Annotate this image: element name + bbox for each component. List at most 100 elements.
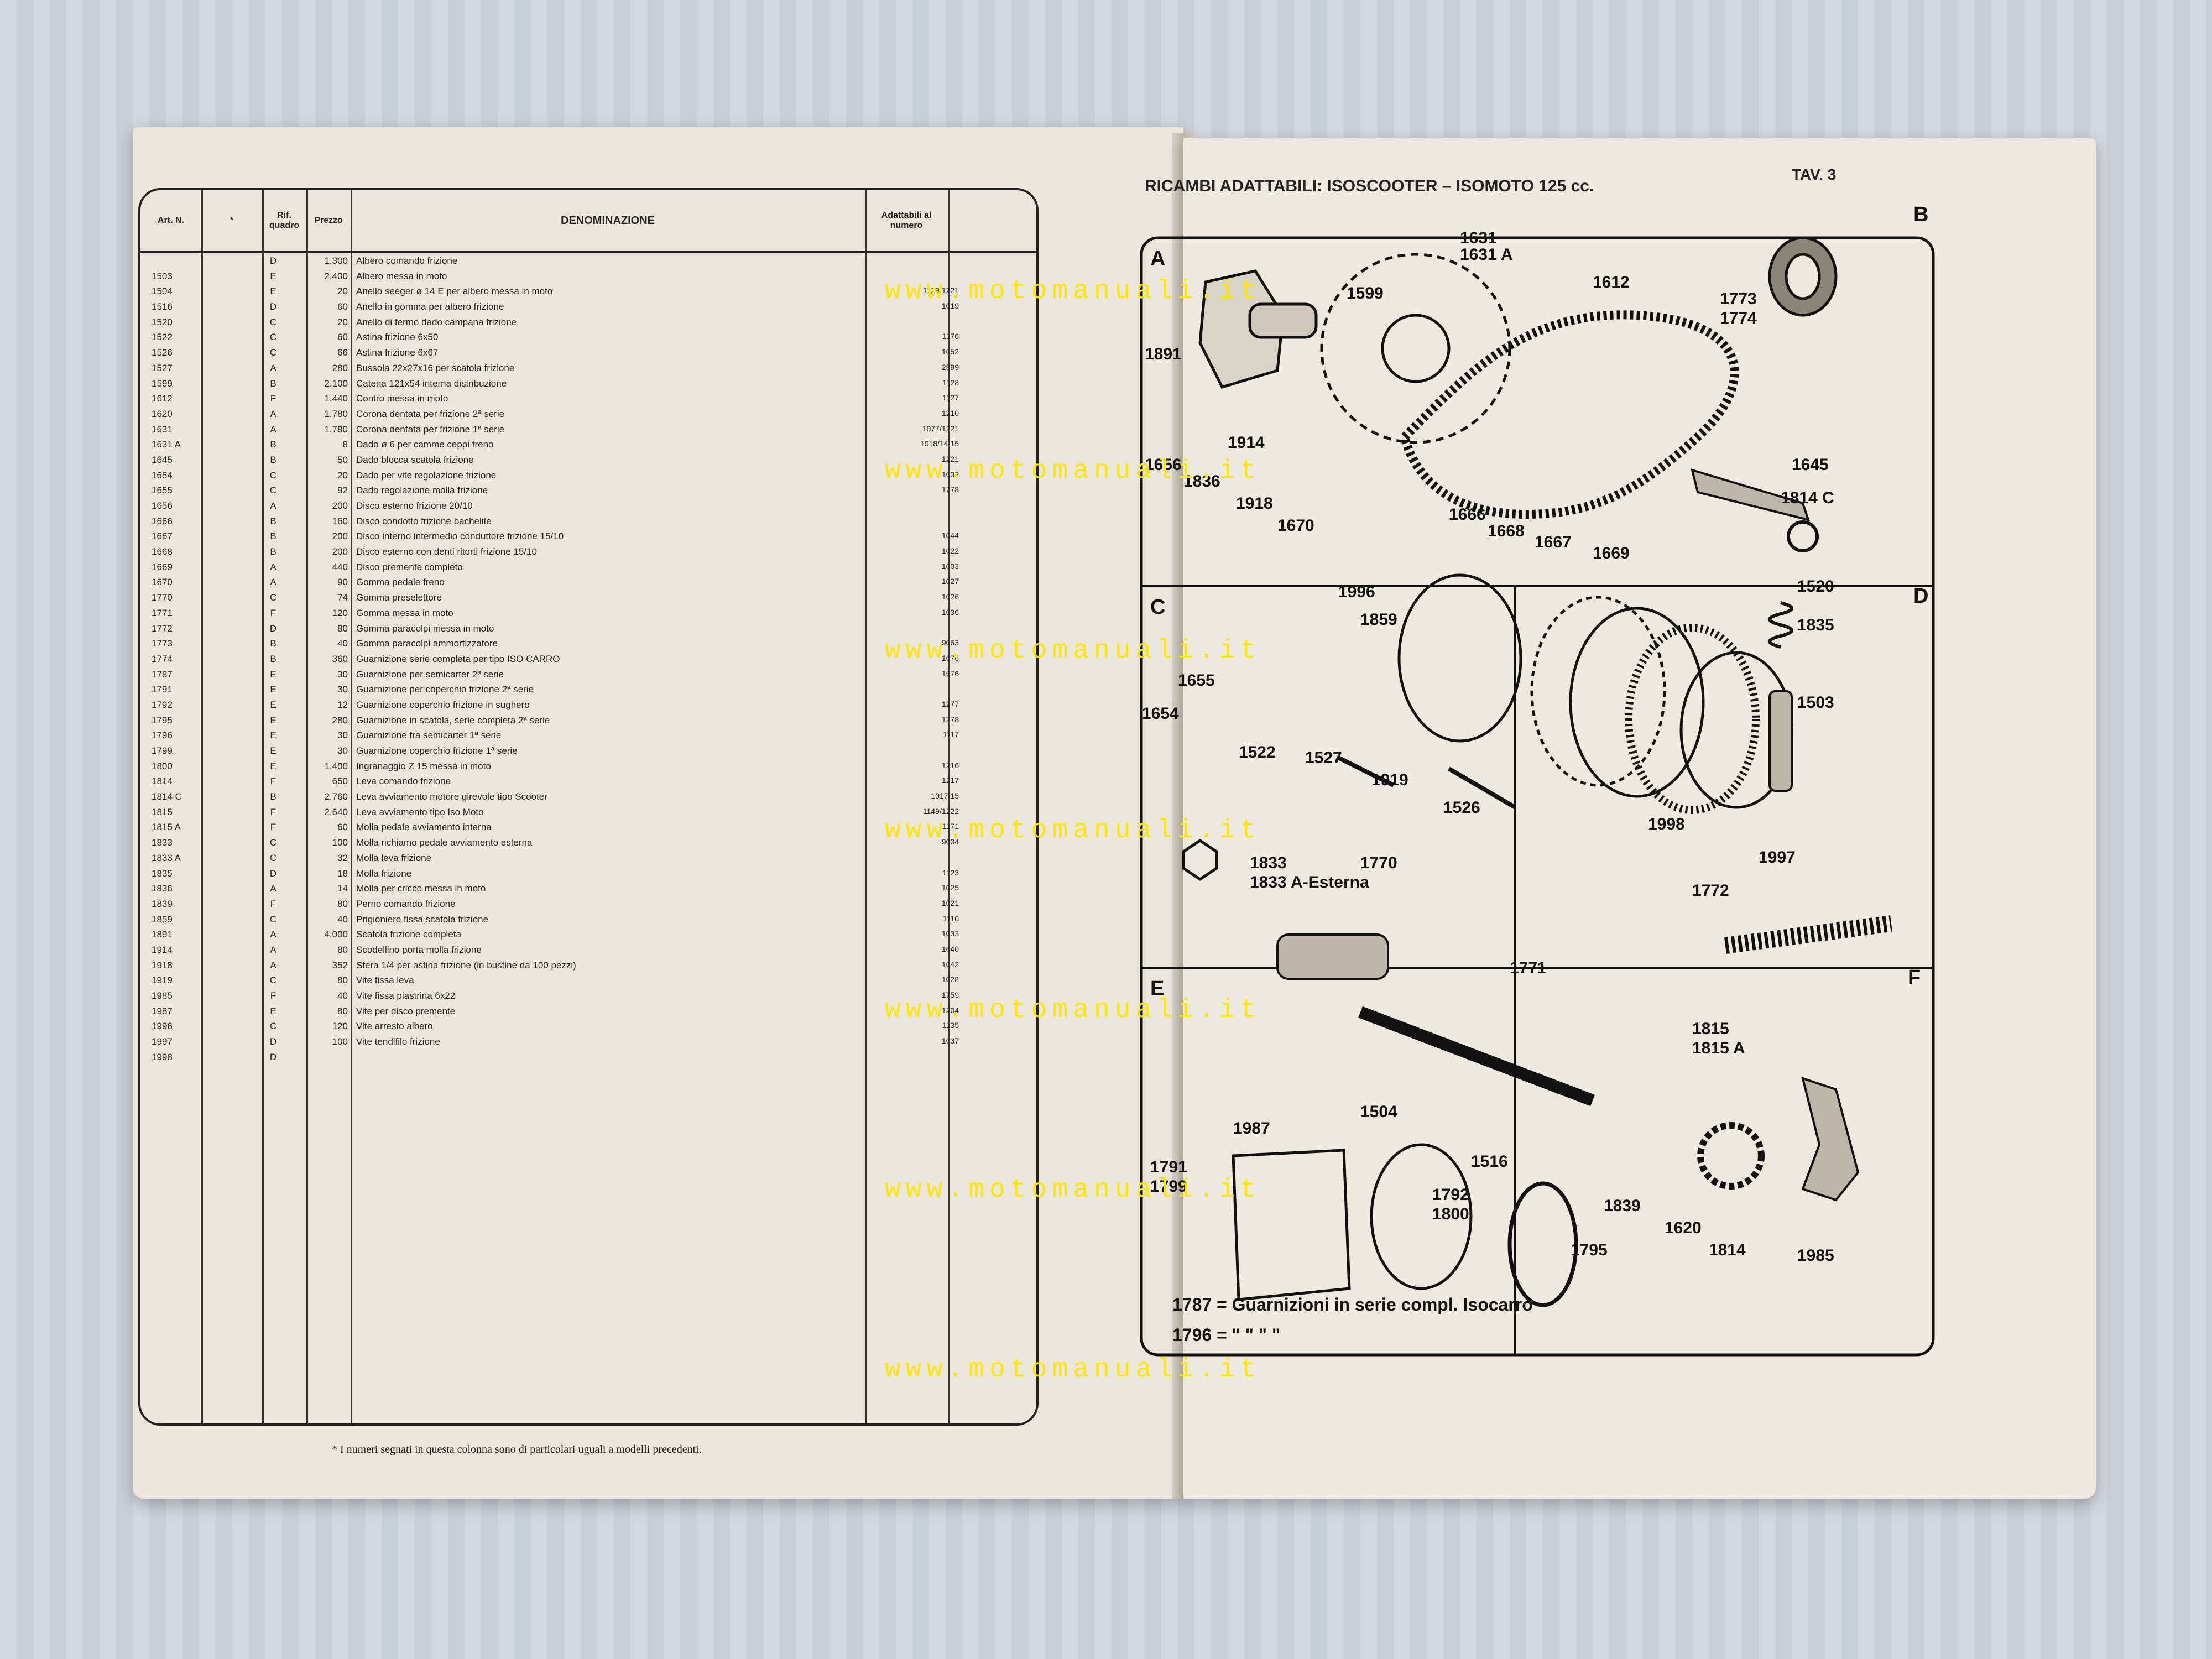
cell-art: 1792 <box>152 699 173 710</box>
watermark: www.motomanuali.it <box>885 456 1261 486</box>
spring-drawing <box>1768 601 1793 649</box>
cell-rif: B <box>270 378 276 389</box>
cell-adattabili: 1040 <box>941 944 959 953</box>
cell-adattabili: 1759 <box>941 990 959 999</box>
cell-prezzo: 80 <box>337 898 348 909</box>
cell-art: 1655 <box>152 485 173 496</box>
cell-adattabili: 1028 <box>941 975 959 984</box>
gasket-drawing <box>1232 1149 1351 1301</box>
part-label: 1859 <box>1360 611 1397 629</box>
part-label: 1656 <box>1145 456 1182 474</box>
part-label: 1919 <box>1371 771 1408 789</box>
cell-art: 1645 <box>152 454 173 465</box>
cell-prezzo: 80 <box>337 944 348 955</box>
cell-prezzo: 30 <box>337 730 348 741</box>
cell-prezzo: 12 <box>337 699 348 710</box>
part-label: 1914 <box>1228 434 1265 452</box>
cell-adattabili: 1127 <box>942 393 959 403</box>
cell-denominazione: Vite arresto albero <box>356 1021 433 1032</box>
cell-denominazione: Gomma paracolpi ammortizzatore <box>356 638 498 649</box>
part-label: 1503 <box>1797 693 1834 712</box>
part-label: 1833 A-Esterna <box>1250 873 1369 891</box>
cell-rif: A <box>270 561 276 572</box>
cell-prezzo: 20 <box>337 469 348 481</box>
cell-prezzo: 40 <box>337 638 348 649</box>
cell-art: 1836 <box>152 883 173 894</box>
cell-adattabili: 1026 <box>941 592 959 602</box>
part-label: 1918 <box>1236 494 1273 513</box>
cell-denominazione: Guarnizione in scatola, serie completa 2… <box>356 714 550 726</box>
cell-rif: E <box>270 286 276 297</box>
cell-art: 1859 <box>152 914 173 925</box>
cell-denominazione: Astina frizione 6x67 <box>356 347 439 358</box>
cell-rif: A <box>270 424 276 435</box>
column-divider <box>262 190 264 1423</box>
part-label: 1815 A <box>1692 1039 1745 1057</box>
cell-adattabili: 1221 <box>941 454 959 463</box>
cell-art: 1835 <box>152 868 173 879</box>
cell-rif: C <box>269 914 277 925</box>
cell-adattabili: 1037 <box>941 1036 959 1046</box>
gear-drawing <box>1697 1122 1765 1190</box>
part-label: 1772 <box>1692 881 1729 900</box>
cell-prezzo: 8 <box>342 439 348 450</box>
cell-rif: A <box>270 408 276 419</box>
cell-art: 1815 A <box>152 822 181 833</box>
cell-rif: F <box>270 990 276 1001</box>
cell-prezzo: 30 <box>337 684 348 695</box>
plate-title: RICAMBI ADATTABILI: ISOSCOOTER – ISOMOTO… <box>1145 177 1594 195</box>
diagram-frame <box>1140 236 1935 1357</box>
part-label: 1654 <box>1142 705 1179 723</box>
column-divider <box>351 190 352 1423</box>
cell-denominazione: Guarnizione coperchio frizione 1ª serie <box>356 745 518 756</box>
cell-rif: E <box>270 270 276 281</box>
part-label: 1814 C <box>1781 489 1834 507</box>
part-label: 1814 <box>1709 1241 1746 1259</box>
part-label: 1631 <box>1460 229 1497 247</box>
part-label: 1612 <box>1593 273 1630 291</box>
bushing-drawing <box>1768 236 1838 317</box>
gasket-drawing <box>1507 1181 1578 1307</box>
cell-rif: D <box>269 255 277 266</box>
cell-denominazione: Albero messa in moto <box>356 270 447 281</box>
cell-art: 1774 <box>152 653 173 664</box>
cell-adattabili: 1032 <box>941 469 959 479</box>
cell-prezzo: 1.780 <box>324 424 348 435</box>
cell-art: 1599 <box>152 378 173 389</box>
cell-prezzo: 120 <box>332 607 348 618</box>
part-label: 1799 <box>1150 1177 1187 1196</box>
exploded-parts-diagram: A B C D E F 1599 16 <box>1140 205 1935 1357</box>
cell-rif: D <box>269 1036 277 1047</box>
cell-rif: E <box>270 684 276 695</box>
shaft-drawing <box>1768 690 1793 792</box>
cell-rif: E <box>270 760 276 771</box>
part-label: 1655 <box>1178 671 1215 690</box>
cell-adattabili: 1123 <box>942 868 959 877</box>
cell-rif: D <box>269 301 277 312</box>
cell-adattabili: 1676 <box>941 653 959 662</box>
cell-adattabili: 1033 <box>941 929 959 938</box>
cell-adattabili: 1018/14/15 <box>920 439 959 448</box>
cell-rif: B <box>270 531 276 542</box>
part-label: 1666 <box>1449 505 1486 524</box>
cell-prezzo: 280 <box>332 362 348 373</box>
header-art: Art. N. <box>158 216 184 226</box>
cell-prezzo: 80 <box>337 623 348 634</box>
cell-rif: A <box>270 959 276 971</box>
column-divider <box>948 190 950 1423</box>
